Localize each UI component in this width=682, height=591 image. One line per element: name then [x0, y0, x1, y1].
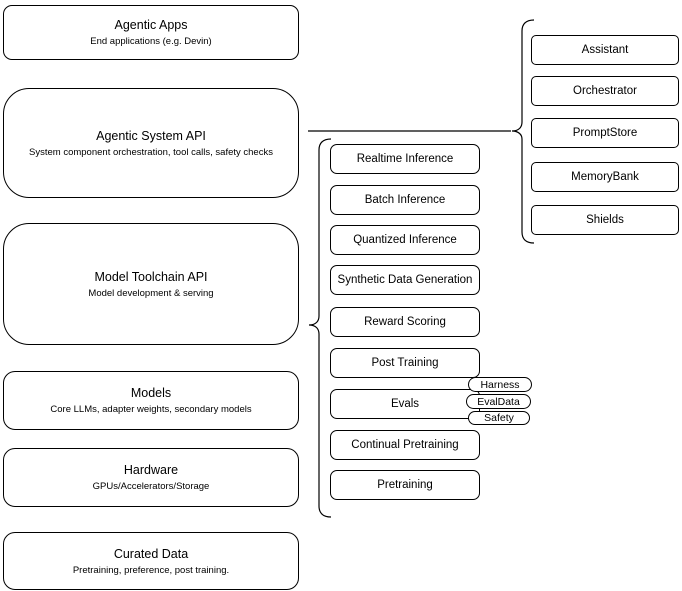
evals-tag-harness: Harness	[468, 377, 532, 392]
component-label: Shields	[586, 214, 624, 226]
box-models: Models Core LLMs, adapter weights, secon…	[3, 371, 299, 430]
toolchain-label: Continual Pretraining	[351, 439, 459, 451]
box-curated-data-subtitle: Pretraining, preference, post training.	[72, 564, 230, 576]
toolchain-box-synthetic-data-generation: Synthetic Data Generation	[330, 265, 480, 295]
box-agentic-apps-subtitle: End applications (e.g. Devin)	[90, 36, 212, 47]
toolchain-label: Reward Scoring	[364, 316, 446, 328]
box-agentic-apps-title: Agentic Apps	[114, 18, 188, 32]
box-model-toolchain-api-subtitle: Model development & serving	[88, 287, 214, 299]
toolchain-box-batch-inference: Batch Inference	[330, 185, 480, 215]
evals-tag-label: Safety	[484, 412, 514, 424]
evals-tag-evaldata: EvalData	[466, 394, 531, 409]
toolchain-box-continual-pretraining: Continual Pretraining	[330, 430, 480, 460]
box-models-subtitle: Core LLMs, adapter weights, secondary mo…	[50, 404, 252, 415]
toolchain-box-reward-scoring: Reward Scoring	[330, 307, 480, 337]
component-box-orchestrator: Orchestrator	[531, 76, 679, 106]
box-agentic-apps: Agentic Apps End applications (e.g. Devi…	[3, 5, 299, 60]
component-label: PromptStore	[572, 127, 638, 139]
component-box-shields: Shields	[531, 205, 679, 235]
toolchain-label: Quantized Inference	[353, 234, 457, 246]
box-model-toolchain-api: Model Toolchain API Model development & …	[3, 223, 299, 345]
toolchain-box-realtime-inference: Realtime Inference	[330, 144, 480, 174]
toolchain-label: Post Training	[371, 357, 439, 369]
toolchain-label: Batch Inference	[364, 194, 446, 206]
box-hardware-subtitle: GPUs/Accelerators/Storage	[92, 481, 210, 492]
box-models-title: Models	[130, 386, 172, 400]
component-label: Orchestrator	[573, 85, 637, 97]
component-box-memorybank: MemoryBank	[531, 162, 679, 192]
box-agentic-system-api-title: Agentic System API	[96, 128, 206, 143]
box-agentic-system-api-subtitle: System component orchestration, tool cal…	[29, 146, 273, 158]
component-box-assistant: Assistant	[531, 35, 679, 65]
box-hardware: Hardware GPUs/Accelerators/Storage	[3, 448, 299, 507]
box-model-toolchain-api-title: Model Toolchain API	[94, 269, 208, 284]
brace-toolchain-column	[308, 138, 332, 518]
box-curated-data-title: Curated Data	[113, 546, 189, 561]
box-agentic-system-api: Agentic System API System component orch…	[3, 88, 299, 198]
toolchain-box-post-training: Post Training	[330, 348, 480, 378]
toolchain-box-pretraining: Pretraining	[330, 470, 480, 500]
toolchain-label: Evals	[390, 398, 420, 410]
evals-tag-safety: Safety	[468, 411, 530, 425]
box-curated-data: Curated Data Pretraining, preference, po…	[3, 532, 299, 590]
component-box-promptstore: PromptStore	[531, 118, 679, 148]
toolchain-box-quantized-inference: Quantized Inference	[330, 225, 480, 255]
evals-tag-label: EvalData	[477, 395, 520, 408]
component-label: MemoryBank	[571, 171, 639, 183]
component-label: Assistant	[581, 44, 629, 56]
toolchain-label: Realtime Inference	[356, 153, 454, 165]
toolchain-label: Synthetic Data Generation	[337, 274, 473, 286]
toolchain-label: Pretraining	[377, 479, 433, 491]
box-hardware-title: Hardware	[123, 463, 179, 477]
evals-tag-label: Harness	[480, 378, 520, 391]
toolchain-box-evals: Evals	[330, 389, 480, 419]
